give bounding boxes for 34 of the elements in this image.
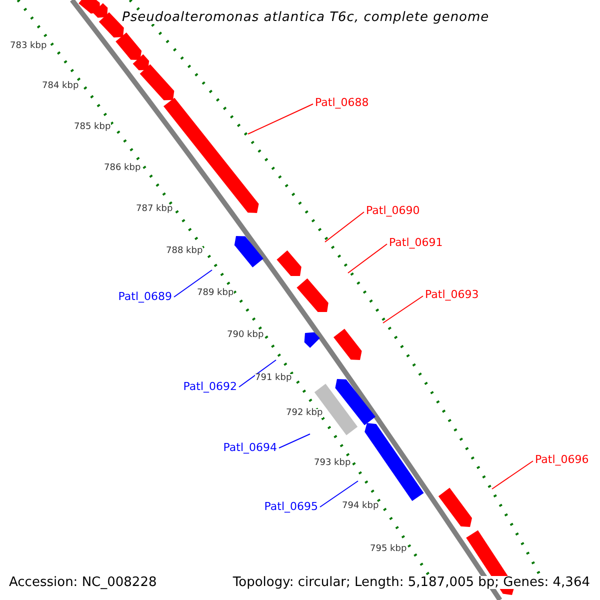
gene-label: Patl_0690 [366, 205, 420, 216]
gene-label: Patl_0694 [223, 442, 277, 453]
scale-label: 783 kbp [10, 42, 47, 51]
leader-line [492, 460, 534, 490]
scale-label: 789 kbp [197, 289, 234, 298]
gene-label: Patl_0693 [425, 289, 479, 300]
leader-line [174, 270, 212, 298]
scale-label: 793 kbp [314, 459, 351, 468]
leader-line [238, 360, 276, 388]
leader-line [382, 296, 424, 324]
scale-label: 785 kbp [74, 123, 111, 132]
scale-label: 791 kbp [255, 374, 292, 383]
scale-label: 787 kbp [136, 205, 173, 214]
leader-line [278, 434, 310, 448]
title: Pseudoalteromonas atlantica T6c, complete genome [122, 11, 490, 24]
scale-label: 790 kbp [227, 331, 264, 340]
leader-line [248, 104, 314, 134]
leader-line [324, 212, 364, 242]
accession-text: Accession: NC_008228 [9, 576, 157, 589]
gene-label: Patl_0688 [315, 97, 369, 108]
gene-label: Patl_0696 [535, 454, 589, 465]
leader-line [320, 480, 358, 508]
leader-line [348, 244, 388, 274]
genome-summary-text: Topology: circular; Length: 5,187,005 bp; Genes: 4,364 [232, 576, 590, 589]
gene-label: Patl_0691 [389, 237, 443, 248]
scale-label: 792 kbp [286, 409, 323, 418]
gene-label: Patl_0689 [118, 291, 172, 302]
scale-label: 786 kbp [104, 164, 141, 173]
scale-label: 794 kbp [342, 502, 379, 511]
scale-label: 788 kbp [166, 247, 203, 256]
scale-label: 784 kbp [42, 82, 79, 91]
scale-label: 795 kbp [370, 545, 407, 554]
gene-label: Patl_0695 [264, 501, 318, 512]
gene-label: Patl_0692 [183, 381, 237, 392]
